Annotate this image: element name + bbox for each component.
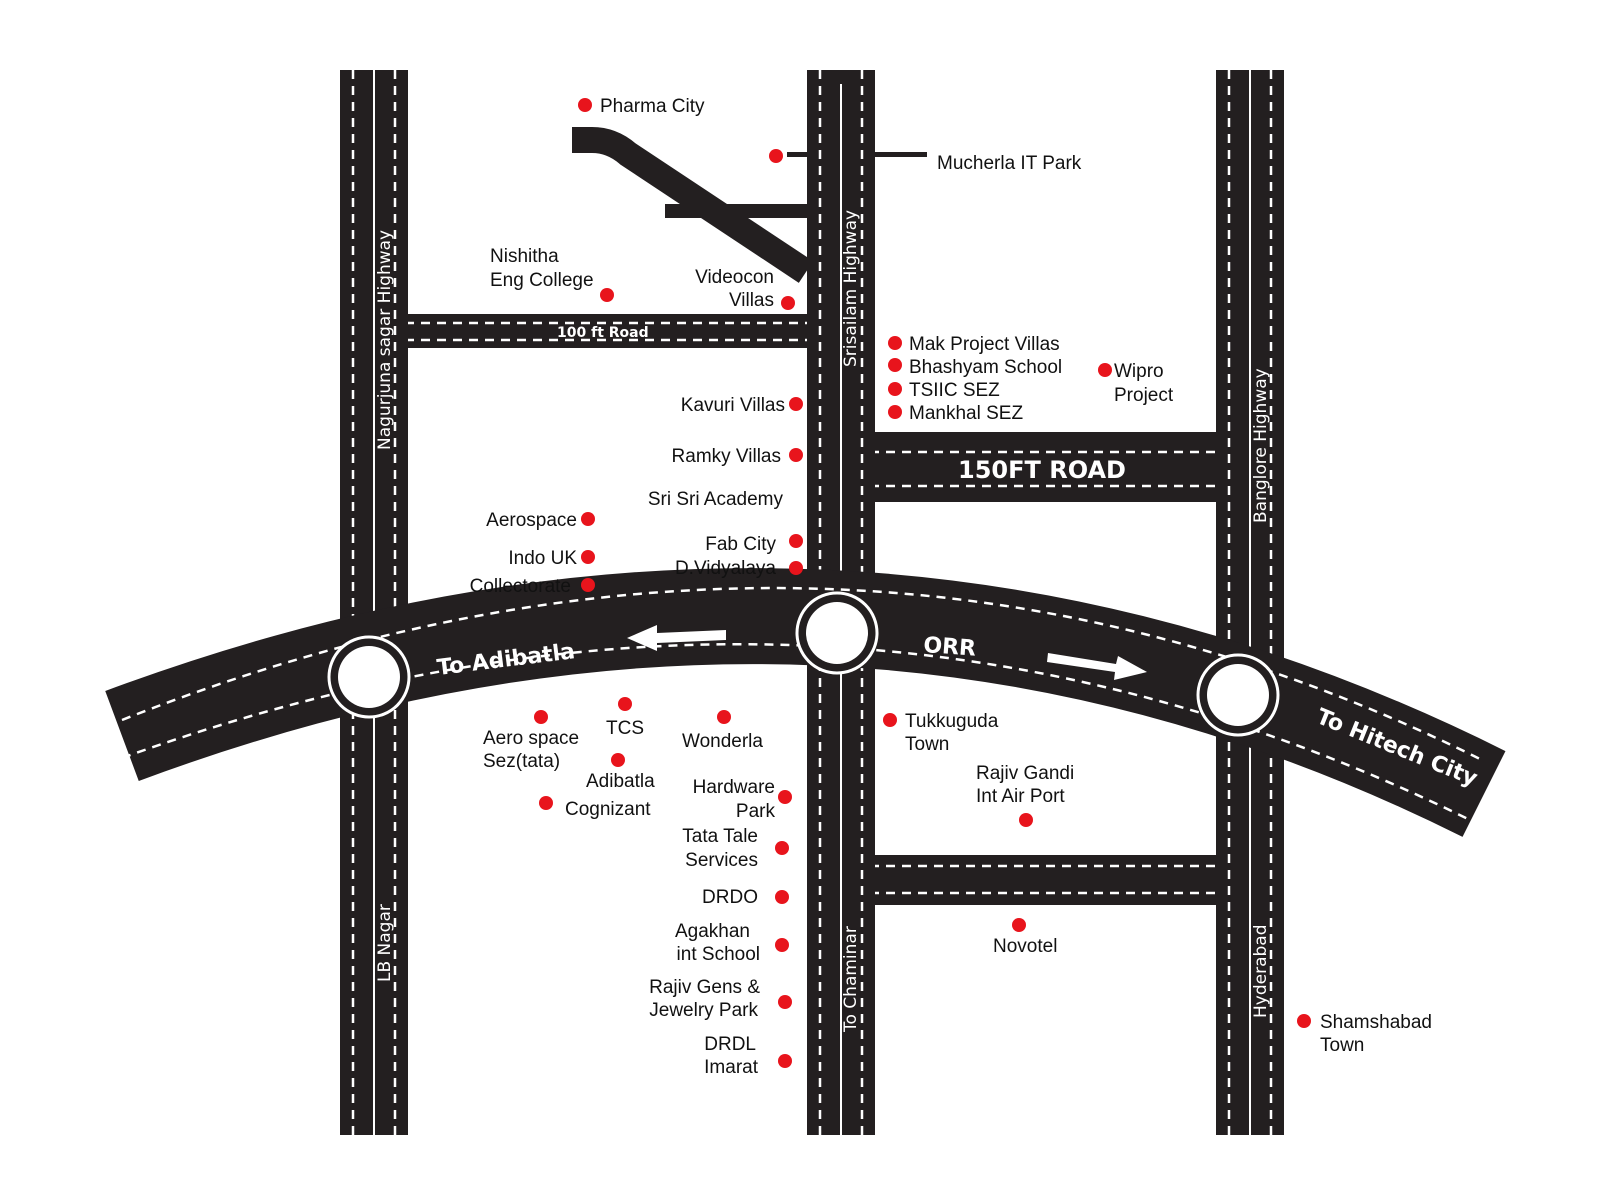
place-aerospace: Aerospace (486, 510, 577, 531)
place-tata-line2: Services (685, 850, 758, 871)
marker-wipro-project (1098, 363, 1112, 377)
place-videocon-line2: Villas (729, 290, 774, 311)
place-tata-line1: Tata Tale (682, 826, 758, 847)
place-rgia-line1: Rajiv Gandi (976, 763, 1074, 784)
marker-aero-space-sez (534, 710, 548, 724)
place-wipro-line1: Wipro (1114, 361, 1164, 382)
place-adibatla: Adibatla (586, 771, 655, 792)
place-rajiv-gens-line1: Rajiv Gens & (649, 977, 760, 998)
place-pharma-city: Pharma City (600, 96, 705, 117)
place-wipro-line2: Project (1114, 385, 1174, 406)
label-to-chaminar: To Chaminar (841, 926, 861, 1033)
place-kavuri-villas: Kavuri Villas (681, 395, 785, 416)
place-novotel: Novotel (993, 936, 1057, 957)
place-mankhal-sez: Mankhal SEZ (909, 403, 1023, 424)
place-rajiv-gens-line2: Jewelry Park (649, 1000, 758, 1021)
place-shamshabad-line1: Shamshabad (1320, 1012, 1432, 1033)
place-ramky-villas: Ramky Villas (672, 446, 781, 467)
place-mak-project-villas: Mak Project Villas (909, 334, 1060, 355)
place-collectorate: Collectorate (470, 576, 571, 597)
place-hardware-line2: Park (736, 801, 776, 822)
marker-collectorate (581, 578, 595, 592)
arrow-right-icon (1047, 653, 1147, 680)
marker-tata-tale-services (775, 841, 789, 855)
marker-drdl-imarat (778, 1054, 792, 1068)
label-banglore-highway: Banglore Highway (1251, 368, 1271, 523)
marker-rajiv-gens-jewelry-park (778, 995, 792, 1009)
road-lower-connector (870, 855, 1220, 905)
place-nishitha-line2: Eng College (490, 270, 594, 291)
marker-nishitha-eng-college (600, 288, 614, 302)
marker-novotel (1012, 918, 1026, 932)
place-drdl-line1: DRDL (704, 1034, 756, 1055)
road-banglore-highway (1216, 70, 1284, 1135)
marker-bhashyam-school (888, 358, 902, 372)
marker-pharma-city (578, 98, 592, 112)
place-drdo: DRDO (702, 887, 758, 908)
place-markers (534, 98, 1311, 1068)
label-lb-nagar: LB Nagar (375, 904, 395, 982)
place-agakhan-line1: Agakhan (675, 921, 750, 942)
place-indo-uk: Indo UK (508, 548, 577, 569)
roundabout-middle (795, 591, 879, 675)
label-150ft-road: 150FT ROAD (958, 456, 1126, 484)
place-agakhan-line2: int School (677, 944, 760, 965)
label-nagarjuna-sagar-highway: Nagurjuna sagar Highway (375, 230, 395, 450)
road-150ft (870, 432, 1220, 502)
place-aero-space-sez-line1: Aero space (483, 728, 579, 749)
marker-videocon-villas (781, 296, 795, 310)
marker-mankhal-sez (888, 405, 902, 419)
road-nagarjuna-sagar-highway (340, 70, 408, 1135)
marker-aerospace (581, 512, 595, 526)
marker-fab-city (789, 534, 803, 548)
label-hyderabad: Hyderabad (1251, 925, 1271, 1019)
marker-adibatla (611, 753, 625, 767)
marker-rajiv-gandi-int-air-port (1019, 813, 1033, 827)
marker-cognizant (539, 796, 553, 810)
label-100ft-road: 100 ft Road (557, 325, 649, 341)
marker-indo-uk (581, 550, 595, 564)
place-drdl-line2: Imarat (704, 1057, 759, 1078)
marker-drdo (775, 890, 789, 904)
place-sri-sri-academy: Sri Sri Academy (648, 489, 784, 510)
marker-tsiic-sez (888, 382, 902, 396)
marker-d-vidyalaya (789, 561, 803, 575)
roundabout-left (327, 635, 411, 719)
marker-shamshabad-town (1297, 1014, 1311, 1028)
place-cognizant: Cognizant (565, 799, 651, 820)
place-shamshabad-line2: Town (1320, 1035, 1364, 1056)
place-rgia-line2: Int Air Port (976, 786, 1065, 807)
place-tcs: TCS (606, 718, 644, 739)
place-tsiic-sez: TSIIC SEZ (909, 380, 1000, 401)
place-wonderla: Wonderla (682, 731, 763, 752)
place-mucherla-it-park: Mucherla IT Park (937, 153, 1082, 174)
arrow-left-icon (627, 625, 726, 651)
marker-wonderla (717, 710, 731, 724)
marker-tcs (618, 697, 632, 711)
place-fab-city: Fab City (705, 534, 776, 555)
place-d-vidyalaya: D.Vidyalaya (675, 558, 776, 579)
marker-ramky-villas (789, 448, 803, 462)
place-hardware-line1: Hardware (693, 777, 775, 798)
label-orr: ORR (923, 633, 977, 662)
marker-hardware-park (778, 790, 792, 804)
place-tukkuguda-line1: Tukkuguda (905, 711, 999, 732)
marker-mucherla-it-park (769, 149, 783, 163)
label-srisailam-highway: Srisailam Highway (841, 210, 861, 367)
place-nishitha-line1: Nishitha (490, 246, 559, 267)
road-100ft (405, 314, 815, 348)
place-bhashyam-school: Bhashyam School (909, 357, 1062, 378)
marker-tukkuguda-town (883, 713, 897, 727)
place-tukkuguda-line2: Town (905, 734, 949, 755)
place-aero-space-sez-line2: Sez(tata) (483, 751, 560, 772)
place-videocon-line1: Videocon (695, 267, 774, 288)
marker-mak-project-villas (888, 336, 902, 350)
marker-agakhan-int-school (775, 938, 789, 952)
marker-kavuri-villas (789, 397, 803, 411)
roundabout-right (1196, 653, 1280, 737)
